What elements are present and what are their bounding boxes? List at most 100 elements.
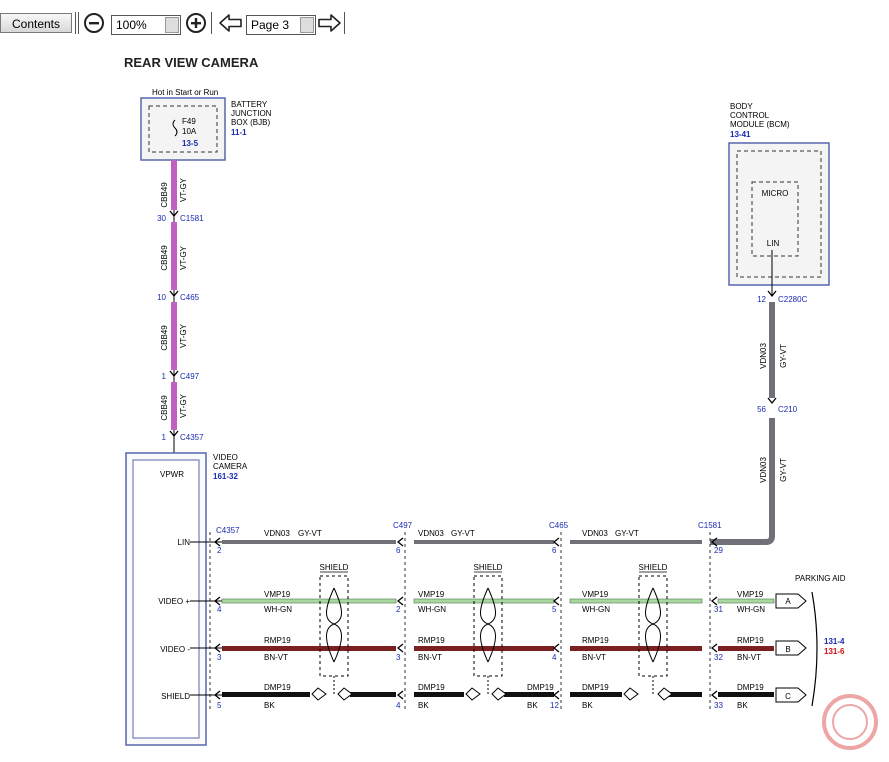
bjb-name-3: BOX (BJB) [231,118,270,127]
parking-aid-ref: 131-4 [824,637,845,646]
page-value: Page 3 [251,18,290,32]
bus-connector-labels: C4357 C497 C465 C1581 2 4 3 5 6 2 3 4 6 … [216,521,723,710]
parking-aid-pin-c: C [785,692,791,701]
bcm-micro: MICRO [762,189,789,198]
bjb-ref: 13-5 [182,139,199,148]
wire-circuit: VDN03 [264,529,290,538]
power-color-label: VT-GY [179,245,188,270]
wire-color: BK [264,701,275,710]
bjb-fuse: F49 [182,117,196,126]
toolbar-separator [78,12,79,34]
wire-color: WH-GN [582,605,610,614]
wire-color: WH-GN [737,605,765,614]
zoom-field[interactable]: 100% [111,15,181,35]
camera-pin-shield: SHIELD [161,692,190,701]
parking-aid-connector: PARKING AID A B C 131-4 131-6 [775,574,846,707]
wire-circuit: DMP19 [418,683,445,692]
connector-pin: 4 [396,701,401,710]
diagram-title: REAR VIEW CAMERA [124,55,259,70]
bcm-page-ref: 13-41 [730,130,751,139]
watermark-logo [822,694,878,750]
connector-pin: 5 [217,701,222,710]
wire-circuit: RMP19 [582,636,609,645]
connector-pin: 5 [552,605,557,614]
camera-name-1: VIDEO [213,453,238,462]
bcm-name-2: CONTROL [730,111,770,120]
bus-wires [190,532,775,712]
power-color-label: VT-GY [179,323,188,348]
power-circuit-label: CBB49 [160,325,169,351]
battery-junction-box: Hot in Start or Run F49 10A 13-5 BATTERY… [140,88,272,161]
video-camera-module: VIDEO CAMERA 161-32 VPWR LIN VIDEO + VID… [125,452,248,746]
bcm-circuit: 12 C2280C 56 C210 VDN03 GY-VT VDN03 GY-V… [710,262,808,545]
power-color-label: VT-GY [179,177,188,202]
connector-name: C4357 [216,526,240,535]
toolbar-separator [344,12,345,34]
shield-twisted-pairs: SHIELD SHIELD SHIELD [311,563,673,701]
shield-label: SHIELD [639,563,668,572]
wire-color: BN-VT [582,653,606,662]
toolbar-separator [75,12,76,34]
wire-circuit: VMP19 [264,590,291,599]
wire-color: WH-GN [264,605,292,614]
connector-pin: 31 [714,605,723,614]
bjb-name-2: JUNCTION [231,109,272,118]
shield-label: SHIELD [474,563,503,572]
parking-aid-pin-b: B [785,645,790,654]
zoom-dropdown-icon[interactable] [165,17,179,33]
wire-color: GY-VT [451,529,475,538]
bjb-page-ref: 11-1 [231,128,247,137]
wire-circuit: DMP19 [582,683,609,692]
shield-label: SHIELD [320,563,349,572]
parking-aid-ref: 131-6 [824,647,845,656]
wire-color: BN-VT [264,653,288,662]
connector-pin: 2 [396,605,401,614]
wire-circuit: VMP19 [582,590,609,599]
wire-color: WH-GN [418,605,446,614]
connector-pin: 6 [552,546,557,555]
connector-pin: 6 [396,546,401,555]
bcm-circuit-label: VDN03 [759,457,768,483]
zoom-in-icon[interactable] [185,12,207,34]
connector-pin: 29 [714,546,723,555]
connector-pin: 1 [162,372,167,381]
zoom-value: 100% [116,18,147,32]
previous-page-icon[interactable] [218,12,244,34]
wire-circuit: DMP19 [264,683,291,692]
wire-color: BK [582,701,593,710]
wire-color: GY-VT [298,529,322,538]
wire-color: BK [737,701,748,710]
connector-pin: 2 [217,546,222,555]
bcm-color-label: GY-VT [779,344,788,368]
camera-pin-video-plus: VIDEO + [158,597,190,606]
connector-name: C210 [778,405,798,414]
bcm-lin: LIN [767,239,780,248]
contents-button[interactable]: Contents [0,13,72,33]
wiring-diagram: REAR VIEW CAMERA Hot in Start or Run F49… [124,55,878,750]
bcm-circuit-label: VDN03 [759,343,768,369]
next-page-icon[interactable] [316,12,342,34]
page-dropdown-icon[interactable] [300,17,314,33]
wire-circuit: RMP19 [264,636,291,645]
wire-color: BN-VT [737,653,761,662]
wire-circuit: RMP19 [737,636,764,645]
bjb-amps: 10A [182,127,197,136]
fuse-icon [172,119,178,137]
connector-pin: 30 [157,214,166,223]
camera-pin-video-minus: VIDEO - [160,645,190,654]
wire-color: BK [527,701,538,710]
camera-name-2: CAMERA [213,462,248,471]
bcm-color-label: GY-VT [779,458,788,482]
camera-pin-lin: LIN [178,538,191,547]
connector-name: C1581 [698,521,722,530]
page-field[interactable]: Page 3 [246,15,316,35]
connector-pin: 3 [217,653,222,662]
wire-circuit: VMP19 [737,590,764,599]
zoom-out-icon[interactable] [83,12,105,34]
wire-color: BK [418,701,429,710]
wire-circuit: VDN03 [418,529,444,538]
connector-pin: 12 [550,701,559,710]
connector-pin: 32 [714,653,723,662]
connector-pin: 3 [396,653,401,662]
bjb-caption: Hot in Start or Run [152,88,218,97]
